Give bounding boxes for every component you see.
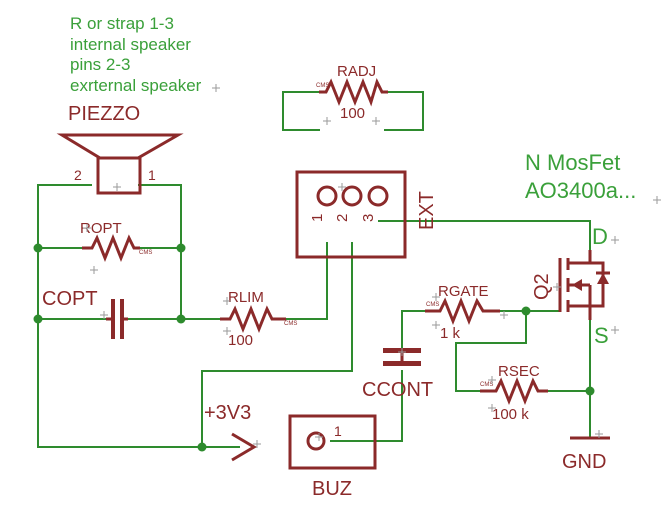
- q2-source-label: S: [594, 323, 609, 348]
- rsec-name: RSEC: [498, 363, 540, 380]
- ext-connector: 1 2 3 EXT: [295, 170, 438, 259]
- rgate-resistor: RGATE 1 k CMS: [425, 283, 500, 342]
- rsec-package: CMS: [480, 382, 493, 388]
- piezzo-pin-1: 1: [148, 167, 156, 183]
- design-notes: R or strap 1-3 internal speaker pins 2-3…: [70, 14, 636, 203]
- supply-name: +3V3: [204, 402, 251, 424]
- radj-resistor: RADJ 100 CMS: [316, 63, 388, 122]
- ext-pin-1: 1: [309, 214, 326, 222]
- rlim-value: 100: [228, 332, 253, 349]
- q2-drain-label: D: [592, 224, 608, 249]
- rgate-name: RGATE: [438, 283, 489, 300]
- mosfet-part-note: AO3400a...: [525, 178, 636, 203]
- junction-dots: [33, 243, 595, 452]
- note-line-2: internal speaker: [70, 35, 191, 54]
- q2-mosfet: Q2 D S: [531, 224, 610, 348]
- note-line-3: pins 2-3: [70, 55, 130, 74]
- ccont-name: CCONT: [362, 379, 433, 401]
- ext-name: EXT: [416, 191, 438, 230]
- ropt-package: CMS: [139, 250, 152, 256]
- rlim-name: RLIM: [228, 289, 264, 306]
- rlim-package: CMS: [284, 321, 297, 327]
- ropt-name: ROPT: [80, 220, 122, 237]
- note-line-1: R or strap 1-3: [70, 14, 174, 33]
- buz-pin-1: 1: [334, 423, 342, 439]
- buz-connector: 1 BUZ: [288, 414, 377, 500]
- piezzo-name: PIEZZO: [68, 103, 140, 125]
- copt-name: COPT: [42, 288, 98, 310]
- piezzo-pin-2: 2: [74, 167, 82, 183]
- origin-markers: [83, 84, 661, 448]
- buz-name: BUZ: [312, 478, 352, 500]
- rsec-resistor: RSEC 100 k CMS: [480, 363, 548, 423]
- rsec-value: 100 k: [492, 406, 529, 423]
- ropt-resistor: ROPT CMS: [80, 220, 152, 263]
- supply-3v3: +3V3: [204, 402, 257, 462]
- wires: [37, 91, 606, 448]
- piezzo-speaker: PIEZZO 2 1: [56, 103, 184, 195]
- ground-symbol: GND: [562, 436, 610, 473]
- ext-pin-2: 2: [334, 214, 351, 222]
- ccont-capacitor: CCONT: [362, 348, 433, 401]
- q2-name: Q2: [531, 273, 553, 300]
- radj-value: 100: [340, 105, 365, 122]
- rlim-resistor: RLIM 100 CMS: [220, 289, 297, 349]
- ground-name: GND: [562, 451, 606, 473]
- rgate-value: 1 k: [440, 325, 461, 342]
- mosfet-type-note: N MosFet: [525, 150, 620, 175]
- rgate-package: CMS: [426, 302, 439, 308]
- copt-capacitor: COPT: [42, 288, 128, 339]
- radj-name: RADJ: [337, 63, 376, 80]
- note-line-4: exrternal speaker: [70, 76, 202, 95]
- ext-pin-3: 3: [360, 214, 377, 222]
- radj-package: CMS: [316, 83, 329, 89]
